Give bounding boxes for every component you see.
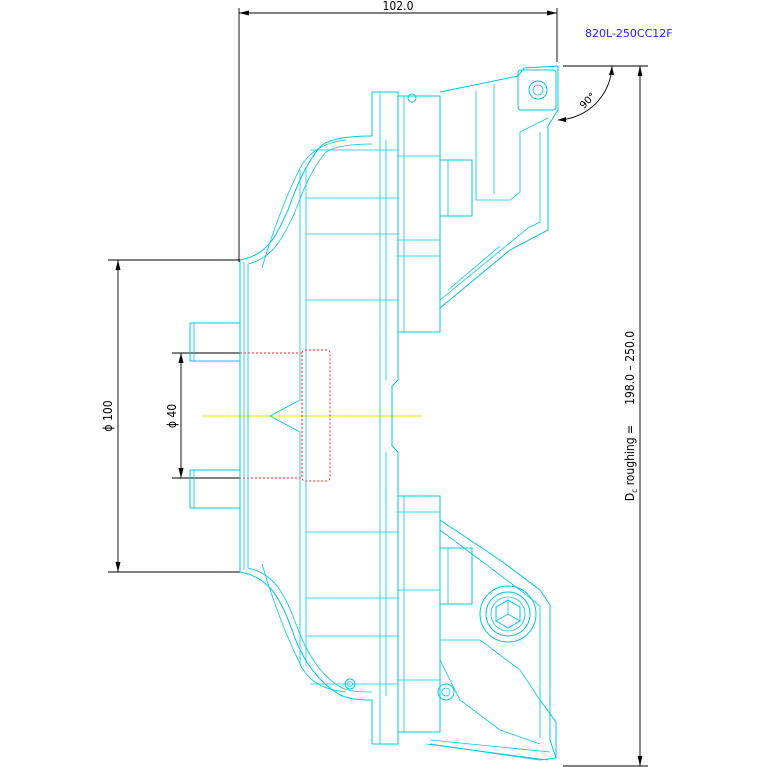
- diameter-100-value: ϕ 100: [101, 400, 115, 431]
- lead-angle-dimension: 90°: [557, 65, 614, 122]
- length-value: 102.0: [383, 0, 414, 13]
- length-dimension: 102.0: [238, 0, 558, 262]
- diameter-40-value: ϕ 40: [165, 404, 179, 428]
- diameter-100-dimension: ϕ 100: [101, 259, 240, 573]
- cutter-body: [189, 65, 559, 761]
- arbor-interface: [239, 349, 331, 482]
- cut-diameter-dimension: Dc roughing =198.0 – 250.0: [563, 65, 648, 767]
- diameter-40-dimension: ϕ 40: [165, 352, 240, 479]
- tool-designation: 820L-250CC12F: [585, 27, 673, 40]
- cut-diameter-label: Dc roughing =198.0 – 250.0: [623, 331, 639, 501]
- lead-angle-value: 90°: [578, 91, 598, 111]
